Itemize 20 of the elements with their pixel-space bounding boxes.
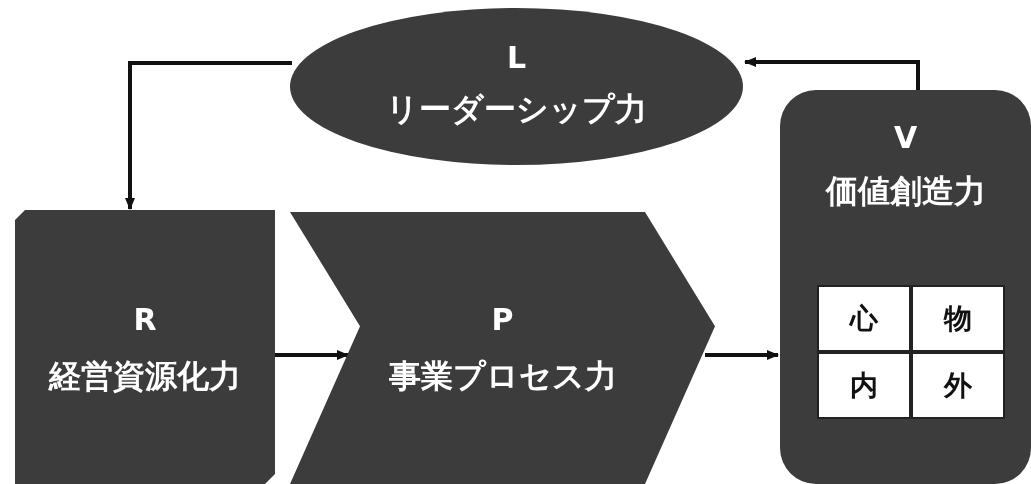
table-cell: 外	[911, 352, 1005, 419]
table-cell: 物	[911, 285, 1005, 352]
letter-label: R	[132, 302, 158, 337]
node-title: 事業プロセス力	[387, 356, 618, 397]
arrow	[744, 57, 920, 90]
arrow	[705, 350, 779, 360]
value-box	[780, 90, 1031, 484]
letter-label: P	[490, 302, 515, 337]
letter-label: L	[505, 40, 528, 75]
resource-box	[15, 210, 275, 484]
process-chevron	[290, 212, 715, 484]
arrow	[275, 350, 349, 360]
leadership-ellipse	[290, 8, 743, 165]
node-title: 価値創造力	[824, 171, 987, 212]
arrow	[125, 61, 292, 210]
node-title: 経営資源化力	[47, 356, 242, 397]
table-cell: 内	[817, 352, 911, 419]
letter-label: V	[892, 120, 919, 155]
table-cell: 心	[817, 285, 911, 352]
node-title: リーダーシップ力	[385, 89, 648, 130]
